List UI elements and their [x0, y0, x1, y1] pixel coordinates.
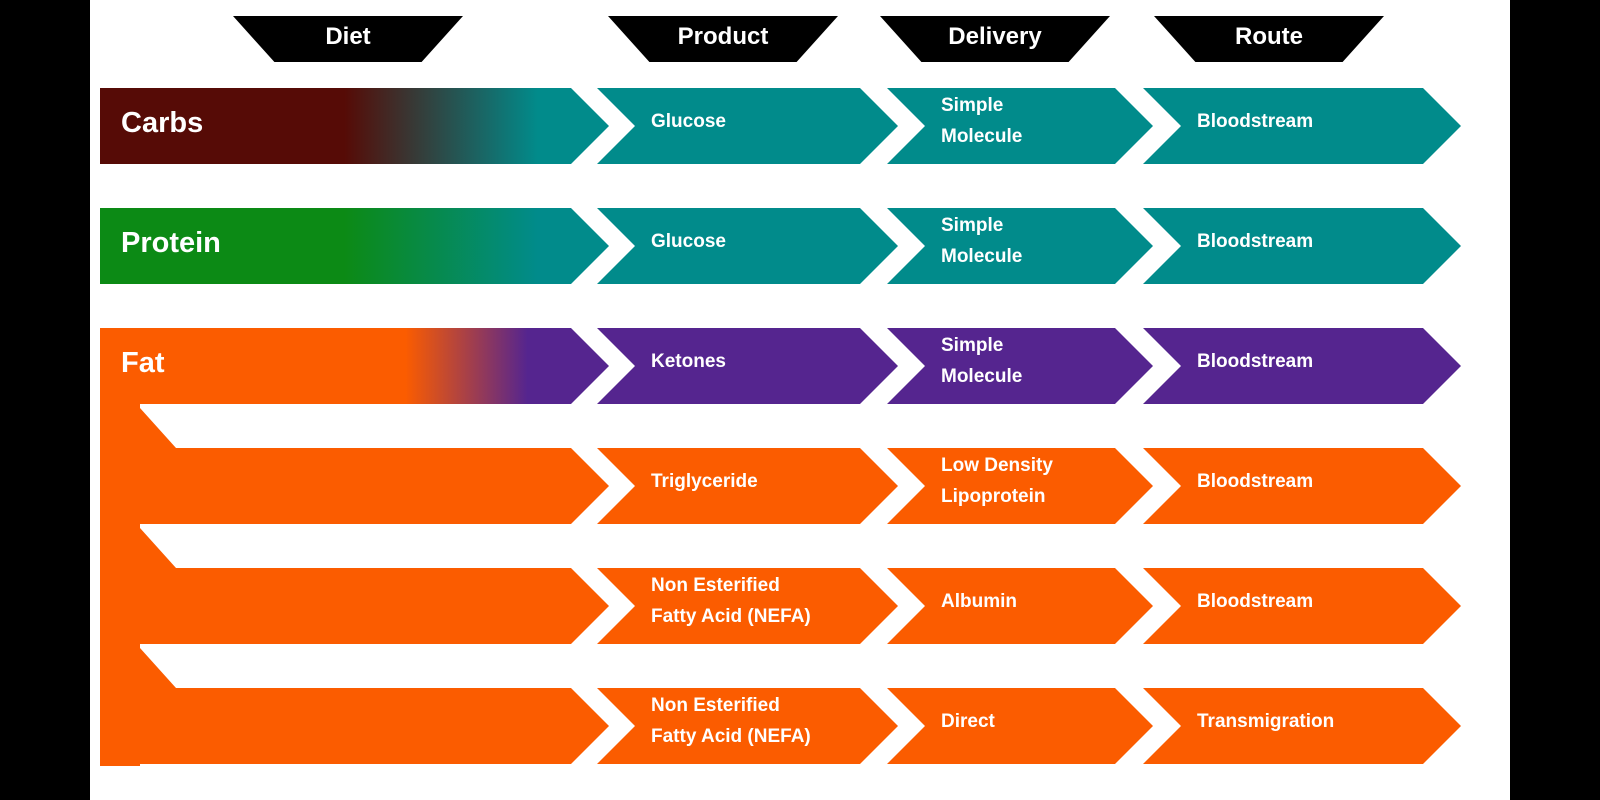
fat-branch-arrow — [100, 528, 609, 644]
delivery-chevron — [887, 208, 1153, 284]
product-label: Ketones — [651, 350, 726, 372]
delivery-label: Albumin — [941, 590, 1017, 612]
route-chevron — [1143, 208, 1461, 284]
diet-label-protein: Protein — [121, 227, 221, 259]
fat-branch-arrow — [100, 408, 609, 524]
flow-shapes — [100, 88, 1461, 766]
delivery-chevron — [887, 88, 1153, 164]
product-chevron — [597, 688, 898, 764]
product-label: Non Esterified Fatty Acid (NEFA) — [651, 575, 811, 627]
delivery-label: Low Density Lipoprotein — [941, 455, 1053, 507]
diet-label-carbs: Carbs — [121, 107, 204, 139]
header-product: Product — [608, 16, 838, 62]
route-label: Bloodstream — [1197, 350, 1314, 372]
route-chevron — [1143, 448, 1461, 524]
header-delivery: Delivery — [880, 16, 1110, 62]
header-diet: Diet — [233, 16, 463, 62]
delivery-chevron — [887, 568, 1153, 644]
product-label: Glucose — [651, 110, 726, 132]
route-chevron — [1143, 688, 1461, 764]
delivery-label: Direct — [941, 710, 995, 732]
route-chevron — [1143, 568, 1461, 644]
product-label: Non Esterified Fatty Acid (NEFA) — [651, 695, 811, 747]
product-chevron — [597, 88, 898, 164]
route-label: Transmigration — [1197, 710, 1335, 732]
route-label: Bloodstream — [1197, 110, 1314, 132]
fat-branch-arrow — [100, 648, 609, 764]
product-chevron — [597, 568, 898, 644]
route-label: Bloodstream — [1197, 590, 1314, 612]
product-chevron — [597, 328, 898, 404]
route-chevron — [1143, 328, 1461, 404]
route-label: Bloodstream — [1197, 230, 1314, 252]
product-label: Glucose — [651, 230, 726, 252]
route-label: Bloodstream — [1197, 470, 1314, 492]
product-chevron — [597, 208, 898, 284]
delivery-chevron — [887, 328, 1153, 404]
header-route: Route — [1154, 16, 1384, 62]
diet-bar-protein — [100, 208, 609, 284]
delivery-chevron — [887, 448, 1153, 524]
delivery-chevron — [887, 688, 1153, 764]
delivery-label: Simple Molecule — [941, 215, 1023, 267]
diet-label-fat: Fat — [121, 347, 165, 379]
diet-bar-carbs — [100, 88, 609, 164]
diet-bar-fat — [100, 328, 609, 404]
product-label: Triglyceride — [651, 470, 758, 492]
diagram-slide: Diet Product Delivery Route Carbs Protei… — [90, 0, 1510, 800]
delivery-label: Simple Molecule — [941, 335, 1023, 387]
delivery-label: Simple Molecule — [941, 95, 1023, 147]
product-chevron — [597, 448, 898, 524]
route-chevron — [1143, 88, 1461, 164]
